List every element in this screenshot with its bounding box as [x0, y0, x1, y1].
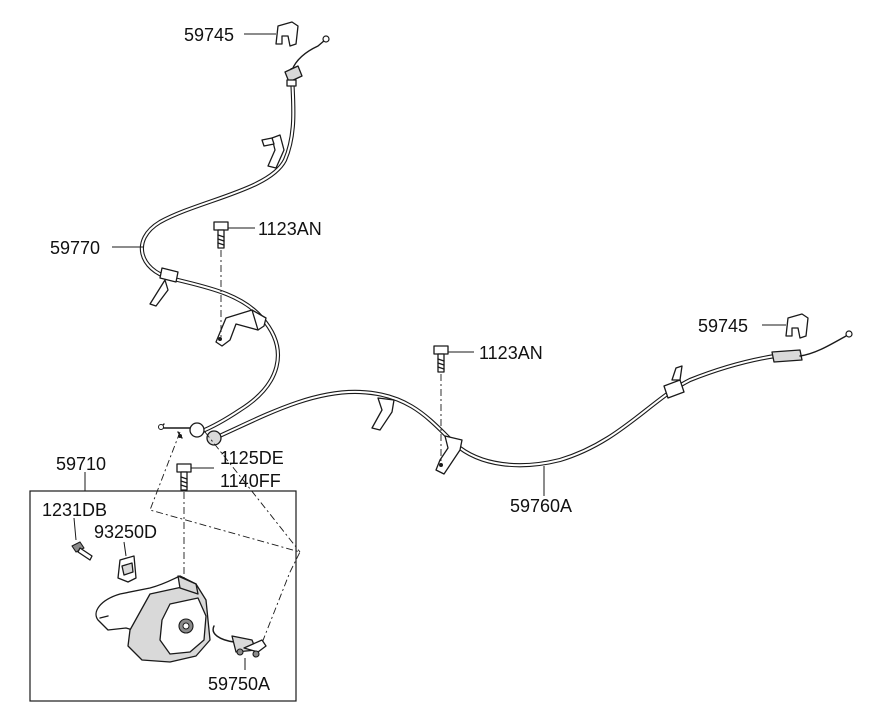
label-59770: 59770 — [50, 238, 100, 258]
parking-brake-lever — [95, 575, 211, 663]
right-rear-cable-59760A — [212, 330, 853, 475]
cable-equalizer — [158, 422, 222, 446]
label-1123AN-top: 1123AN — [258, 219, 322, 239]
label-1123AN-mid: 1123AN — [479, 343, 543, 363]
label-93250D: 93250D — [94, 522, 157, 542]
clip-59745-right — [785, 313, 809, 339]
label-1140FF: 1140FF — [220, 471, 281, 491]
label-59750A: 59750A — [208, 674, 270, 694]
bracket-93250D — [117, 555, 137, 583]
label-1125DE: 1125DE — [220, 448, 284, 468]
label-59760A: 59760A — [510, 496, 572, 516]
label-59745-top: 59745 — [184, 25, 234, 45]
leader-lines — [73, 33, 786, 670]
bolt-1123AN-mid — [433, 345, 449, 462]
label-59745-right: 59745 — [698, 316, 748, 336]
lever-assembly-box — [29, 490, 297, 702]
label-59710: 59710 — [56, 454, 106, 474]
left-rear-cable-59770 — [139, 35, 330, 435]
bolt-1123AN-top — [213, 221, 229, 338]
bolt-1125DE-1140FF — [176, 463, 192, 580]
switch-59750A — [212, 625, 267, 658]
label-1231DB: 1231DB — [42, 500, 107, 520]
alignment-guide — [149, 431, 301, 649]
clip-59745-top — [275, 21, 299, 47]
bolt-1231DB — [71, 541, 93, 561]
